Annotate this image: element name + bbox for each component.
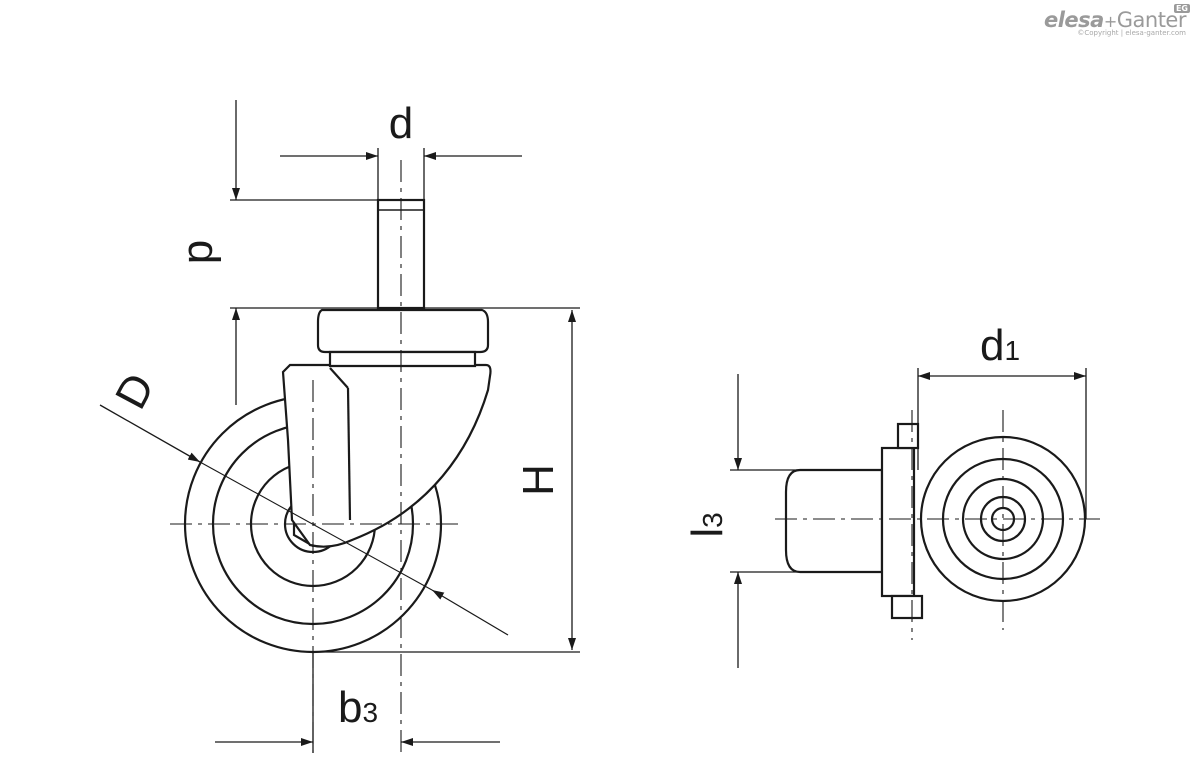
fork-edge xyxy=(329,367,349,389)
label-d1: d1 xyxy=(980,321,1020,370)
swivel-collar xyxy=(328,350,477,368)
label-H: H xyxy=(514,464,563,496)
top-dimensions xyxy=(730,368,1087,668)
label-p: p xyxy=(173,240,222,264)
copyright-text: ©Copyright | elesa-ganter.com xyxy=(1077,29,1186,37)
brand-left: elesa xyxy=(1043,8,1104,32)
label-d: d xyxy=(389,99,413,148)
top-fork-bolt-bottom xyxy=(890,594,924,620)
top-centerlines xyxy=(775,410,1100,640)
top-stem xyxy=(784,468,884,574)
swivel-housing xyxy=(316,308,490,354)
side-view xyxy=(183,198,492,654)
label-D: D xyxy=(106,366,164,417)
dim-D-line xyxy=(99,404,201,463)
brand-plus: + xyxy=(1103,12,1117,31)
fork-edge-2 xyxy=(346,387,352,521)
brand-logo: elesa+Ganter ©Copyright | elesa-ganter.c… xyxy=(1043,4,1190,37)
top-view xyxy=(784,422,1087,620)
caster-fork xyxy=(281,363,492,548)
label-l3: l3 xyxy=(683,512,732,537)
top-fork-plate xyxy=(880,446,916,598)
label-l3-group: l3 xyxy=(683,512,732,537)
side-dimensions xyxy=(99,100,580,753)
label-b3: b3 xyxy=(338,683,378,732)
top-fork-bolt-top xyxy=(896,422,920,450)
eg-badge: EG xyxy=(1173,4,1190,13)
